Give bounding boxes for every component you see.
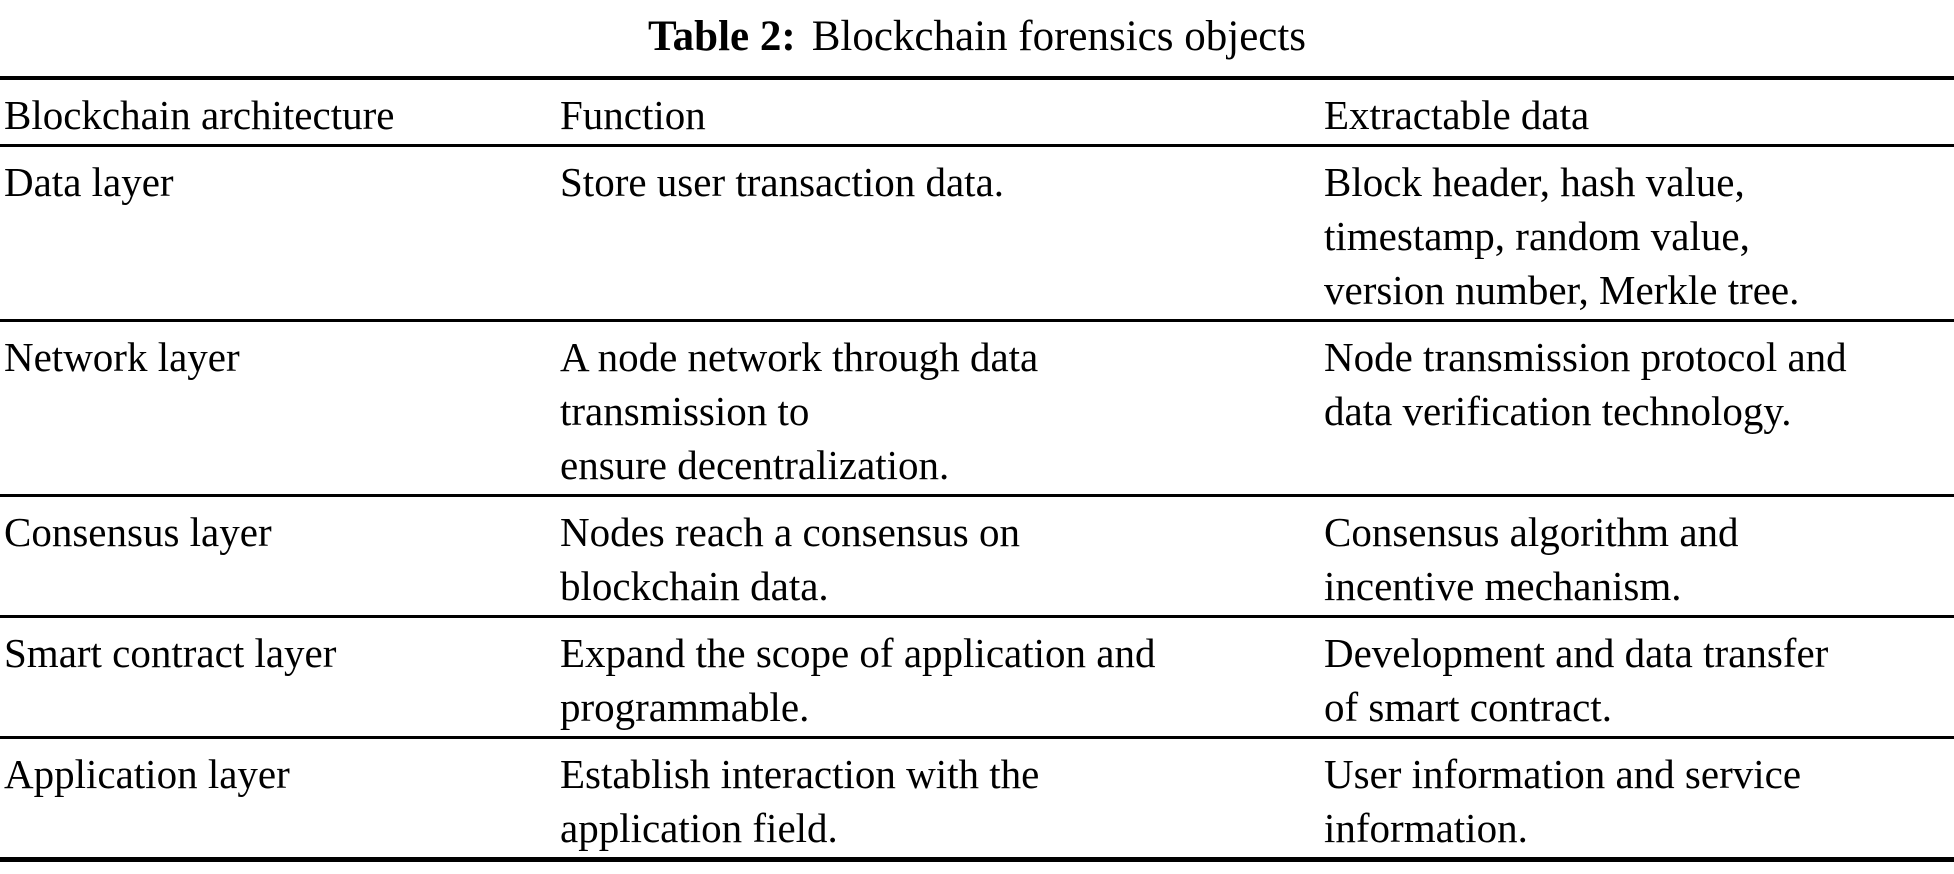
cell-architecture: Consensus layer [4, 509, 272, 555]
cell-extractable-data: User information and service information… [1324, 751, 1802, 851]
column-header-architecture: Blockchain architecture [4, 92, 395, 138]
cell-function: Store user transaction data. [560, 159, 1005, 205]
table-header: Blockchain architecture Function Extract… [0, 78, 1954, 146]
cell-function: Expand the scope of application and prog… [560, 630, 1156, 730]
table-row: Smart contract layer Expand the scope of… [0, 617, 1954, 738]
table-caption-text: Blockchain forensics objects [811, 13, 1307, 60]
blockchain-forensics-table: Blockchain architecture Function Extract… [0, 76, 1954, 862]
table-row: Network layer A node network through dat… [0, 321, 1954, 496]
table-body: Data layer Store user transaction data. … [0, 146, 1954, 860]
header-row: Blockchain architecture Function Extract… [0, 78, 1954, 146]
cell-architecture: Smart contract layer [4, 630, 337, 676]
table-caption: Table 2: Blockchain forensics objects [0, 12, 1954, 62]
table-caption-label: Table 2: [647, 13, 796, 60]
cell-function: Nodes reach a consensus on blockchain da… [560, 509, 1020, 609]
column-header-function: Function [560, 92, 706, 138]
cell-extractable-data: Consensus algorithm and incentive mechan… [1324, 509, 1739, 609]
column-header-extractable-data: Extractable data [1324, 92, 1590, 138]
cell-extractable-data: Development and data transfer of smart c… [1324, 630, 1829, 730]
table-row: Data layer Store user transaction data. … [0, 146, 1954, 321]
cell-extractable-data: Node transmission protocol and data veri… [1324, 334, 1847, 434]
cell-architecture: Application layer [4, 751, 290, 797]
cell-extractable-data: Block header, hash value, timestamp, ran… [1324, 159, 1800, 313]
table-row: Consensus layer Nodes reach a consensus … [0, 496, 1954, 617]
cell-architecture: Network layer [4, 334, 240, 380]
cell-function: Establish interaction with the applicati… [560, 751, 1040, 851]
table-row: Application layer Establish interaction … [0, 738, 1954, 860]
cell-function: A node network through data transmission… [560, 334, 1039, 488]
cell-architecture: Data layer [4, 159, 174, 205]
